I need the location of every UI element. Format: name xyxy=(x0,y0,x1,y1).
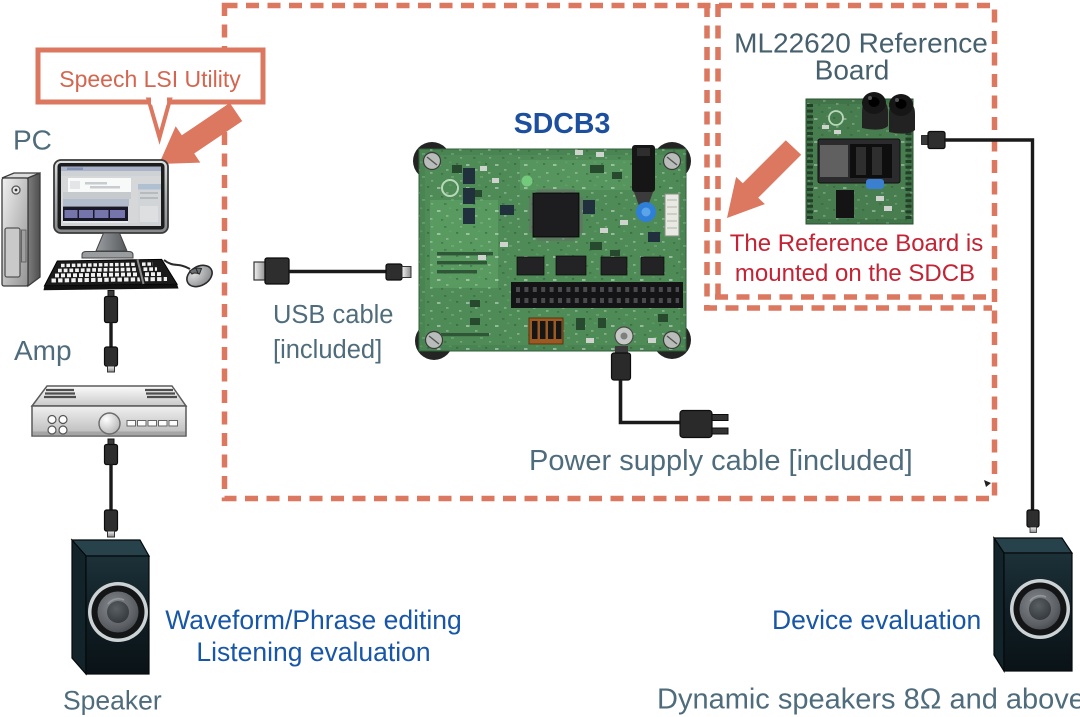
svg-text:mounted on the SDCB: mounted on the SDCB xyxy=(735,260,975,287)
svg-text:Listening evaluation: Listening evaluation xyxy=(196,637,430,667)
svg-text:PC: PC xyxy=(13,125,52,156)
svg-text:Amp: Amp xyxy=(14,335,72,366)
svg-text:Speech LSI Utility: Speech LSI Utility xyxy=(59,66,241,92)
svg-text:ML22620 Reference: ML22620 Reference xyxy=(734,28,988,59)
svg-text:[included]: [included] xyxy=(273,336,382,364)
svg-text:Power supply cable [included]: Power supply cable [included] xyxy=(529,445,913,477)
svg-text:SDCB3: SDCB3 xyxy=(514,108,611,140)
svg-text:USB cable: USB cable xyxy=(273,301,393,329)
svg-text:Dynamic speakers 8Ω and above: Dynamic speakers 8Ω and above xyxy=(657,684,1080,716)
svg-text:Waveform/Phrase editing: Waveform/Phrase editing xyxy=(165,605,462,635)
svg-text:Device evaluation: Device evaluation xyxy=(772,605,981,635)
svg-text:The Reference Board is: The Reference Board is xyxy=(730,230,983,257)
svg-text:Board: Board xyxy=(815,55,890,86)
svg-text:Speaker: Speaker xyxy=(63,686,162,716)
